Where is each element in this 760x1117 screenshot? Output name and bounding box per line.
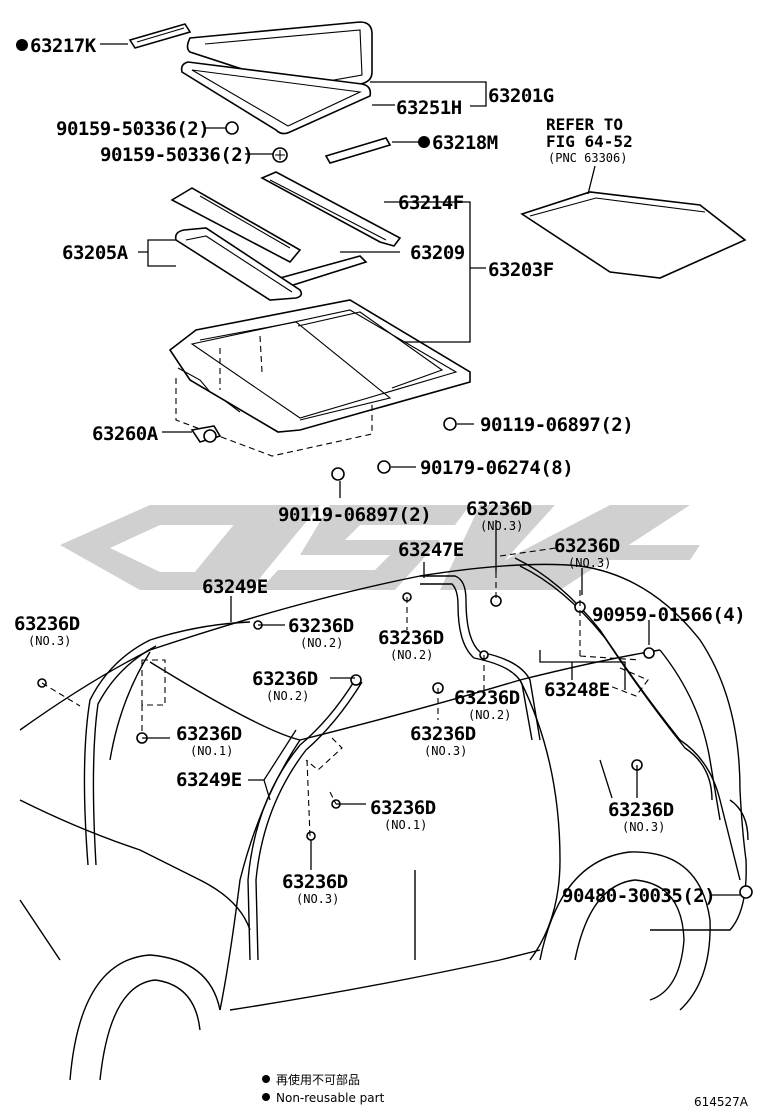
label-63236D-no2c-no: (NO.2) xyxy=(266,689,309,703)
rear-strip-63218M xyxy=(324,137,392,164)
label-63236D-tr: 63236D xyxy=(554,535,620,557)
headlining-reference-part xyxy=(520,191,747,279)
legend-jp: 再使用不可部品 xyxy=(276,1072,360,1087)
non-reusable-bullet xyxy=(418,136,430,148)
label-63236D-no3d-no: (NO.3) xyxy=(622,820,665,834)
drain-hoses xyxy=(83,557,741,961)
label-63236D-mid2: 63236D xyxy=(378,627,444,649)
label-63260A: 63260A xyxy=(92,423,159,445)
leader-lines-top xyxy=(100,43,596,498)
label-63236D-no1a: 63236D xyxy=(176,723,242,745)
leader-lines-car xyxy=(142,520,740,896)
front-cover-strip-63217K xyxy=(128,23,192,49)
label-63236D-no1a-no: (NO.1) xyxy=(190,744,233,758)
label-63236D-no2a-no: (NO.2) xyxy=(300,636,343,650)
reference-line-1: REFER TO xyxy=(546,115,623,134)
label-63248E: 63248E xyxy=(544,679,610,701)
deflector-63214F xyxy=(260,171,402,247)
label-63203F: 63203F xyxy=(488,259,554,281)
label-63236D-tr-no: (NO.3) xyxy=(568,556,611,570)
label-63251H: 63251H xyxy=(396,97,462,119)
label-63214F: 63214F xyxy=(398,192,464,214)
label-63236D-left: 63236D xyxy=(14,613,80,635)
reference-line-3: (PNC 63306) xyxy=(548,151,627,165)
label-90119-b: 90119-06897(2) xyxy=(278,504,431,526)
reference-line-2: FIG 64-52 xyxy=(546,132,633,151)
label-63236D-no3c: 63236D xyxy=(410,723,476,745)
label-63247E: 63247E xyxy=(398,539,464,561)
label-63249E-top: 63249E xyxy=(202,576,268,598)
label-63236D-top: 63236D xyxy=(466,498,532,520)
sunshade-63209 xyxy=(170,187,368,287)
label-63236D-no1b: 63236D xyxy=(370,797,436,819)
label-63205A: 63205A xyxy=(62,242,129,264)
glass-weatherstrip-63251H xyxy=(180,61,372,135)
label-63236D-mid2-no: (NO.2) xyxy=(390,648,433,662)
label-63209: 63209 xyxy=(410,242,465,264)
label-63236D-no3c-no: (NO.3) xyxy=(424,744,467,758)
legend-en: Non-reusable part xyxy=(276,1091,385,1105)
watermark-logo xyxy=(60,505,700,590)
label-63217K: 63217K xyxy=(30,35,97,57)
figure-id: 614527A xyxy=(694,1095,749,1109)
motor-63260A xyxy=(190,425,222,443)
label-90159-a: 90159-50336(2) xyxy=(56,118,209,140)
dashed-leaders-car xyxy=(41,547,649,837)
label-63236D-left-no: (NO.3) xyxy=(28,634,71,648)
label-90119-a: 90119-06897(2) xyxy=(480,414,633,436)
label-63236D-top-no: (NO.3) xyxy=(480,519,523,533)
label-90480: 90480-30035(2) xyxy=(562,885,715,907)
label-63236D-no2d-no: (NO.2) xyxy=(468,708,511,722)
sunroof-housing-frame xyxy=(168,299,471,457)
non-reusable-bullet xyxy=(16,39,28,51)
label-63236D-no3d: 63236D xyxy=(608,799,674,821)
label-63249E-mid: 63249E xyxy=(176,769,242,791)
label-63236D-no1b-no: (NO.1) xyxy=(384,818,427,832)
label-63236D-no2c: 63236D xyxy=(252,668,318,690)
label-63218M: 63218M xyxy=(432,132,498,154)
label-63236D-no2a: 63236D xyxy=(288,615,354,637)
screws-90159 xyxy=(225,121,288,163)
label-90159-b: 90159-50336(2) xyxy=(100,144,253,166)
label-90179: 90179-06274(8) xyxy=(420,457,573,479)
label-63236D-no3e-no: (NO.3) xyxy=(296,892,339,906)
drain-channel-63205A xyxy=(174,227,303,301)
clips-90119-90179 xyxy=(331,417,457,481)
legend-bullet-en xyxy=(262,1093,270,1101)
label-63236D-no2d: 63236D xyxy=(454,687,520,709)
legend-bullet-jp xyxy=(262,1075,270,1083)
label-63236D-no3e: 63236D xyxy=(282,871,348,893)
label-90959: 90959-01566(4) xyxy=(592,604,745,626)
label-63201G: 63201G xyxy=(488,85,554,107)
